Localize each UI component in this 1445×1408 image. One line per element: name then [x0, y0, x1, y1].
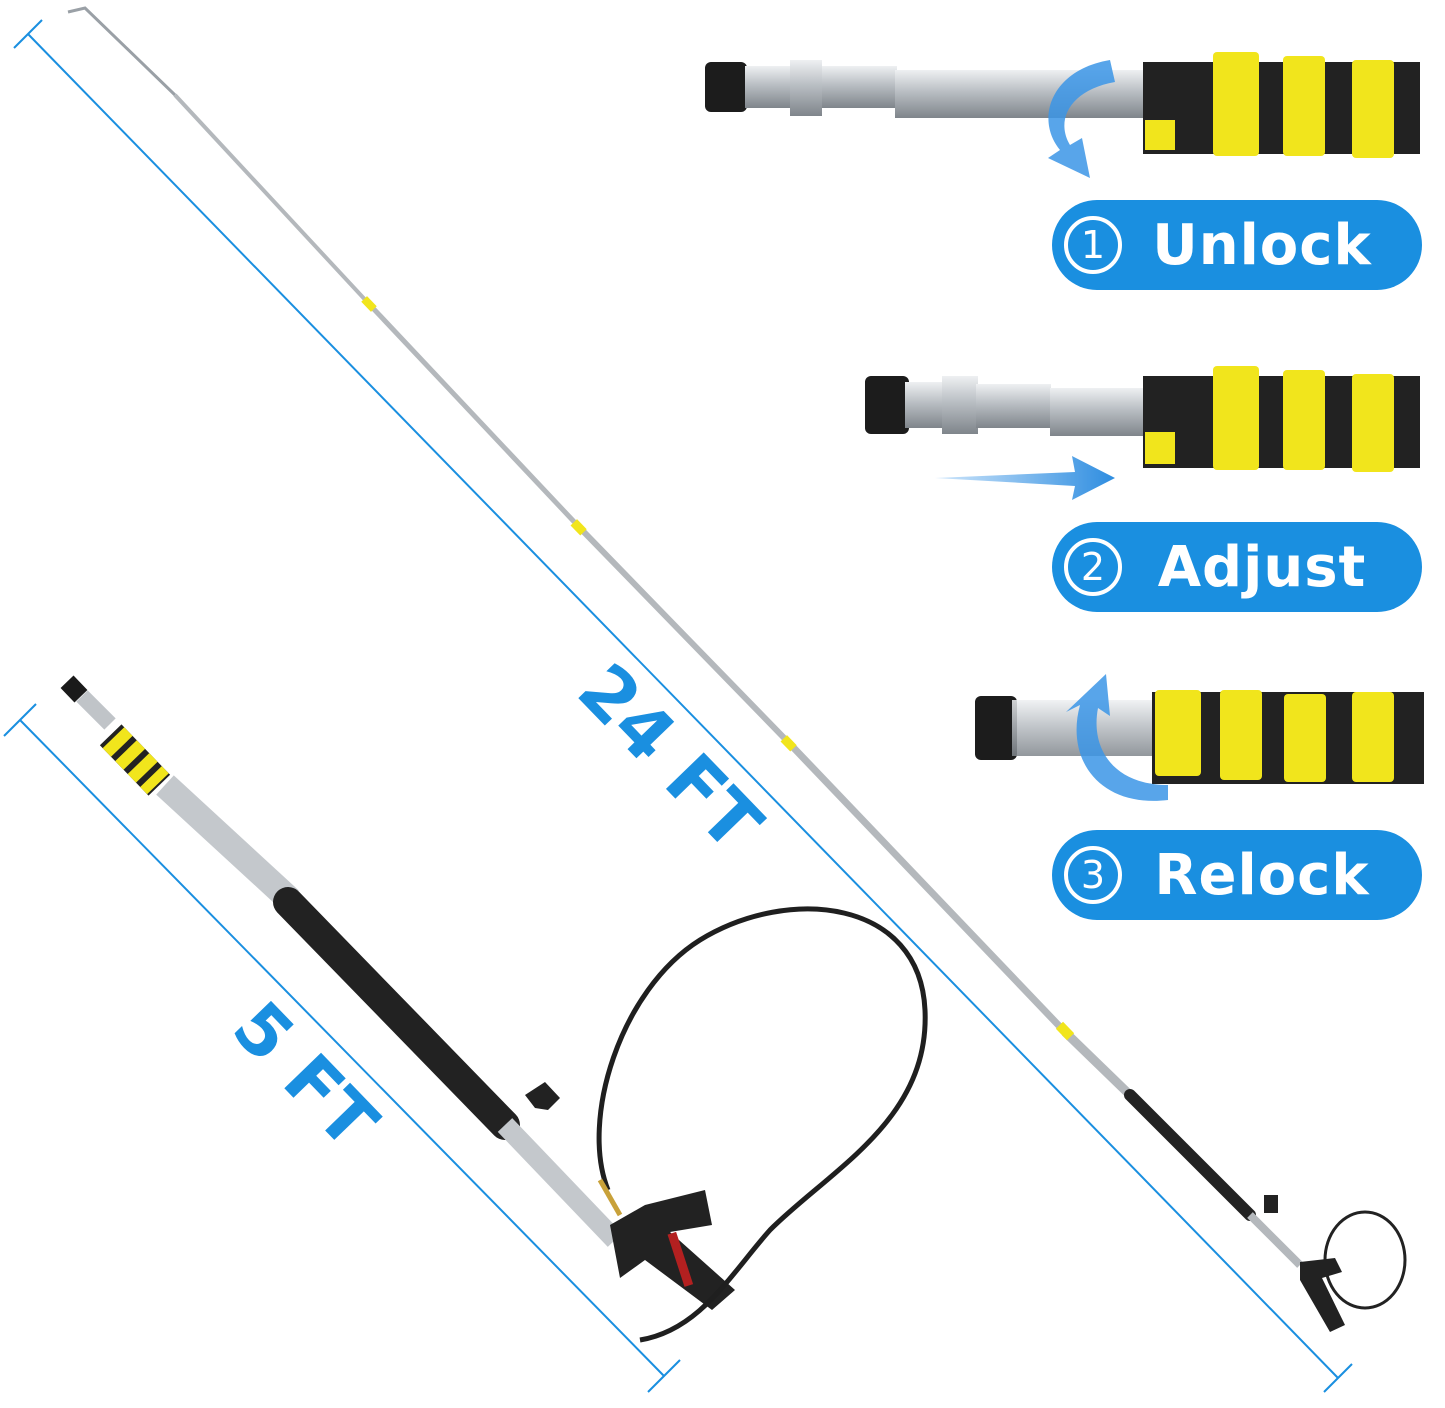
step-number: 3	[1064, 846, 1122, 904]
step-badge-unlock: 1 Unlock	[1052, 200, 1422, 290]
step2-image	[865, 366, 1420, 472]
step3-rotate-arrow-icon	[1066, 674, 1168, 801]
nozzle-tip	[67, 6, 177, 97]
trigger-lever	[667, 1231, 694, 1287]
dimension-line-5ft	[3, 703, 681, 1393]
step-label: Adjust	[1157, 534, 1367, 600]
retracted-pole	[60, 675, 928, 1343]
step3-image	[975, 690, 1424, 784]
step-number: 1	[1064, 216, 1122, 274]
trigger-gun	[610, 1190, 735, 1310]
retracted-clamps	[99, 724, 171, 796]
extended-pole-grip	[1124, 1089, 1256, 1221]
extended-pole-hose	[1323, 1210, 1407, 1310]
pressure-hose	[596, 906, 928, 1343]
step1-rotate-arrow-icon	[1048, 60, 1115, 178]
step-label: Relock	[1154, 842, 1370, 908]
extended-pole	[67, 6, 1407, 1332]
step-number: 2	[1064, 538, 1122, 596]
step2-right-arrow-icon	[935, 456, 1115, 500]
step-badge-relock: 3 Relock	[1052, 830, 1422, 920]
step-label: Unlock	[1152, 212, 1372, 278]
retracted-pole-grip	[273, 887, 520, 1140]
extended-pole-gun	[1300, 1258, 1345, 1332]
quick-disconnect-holder	[525, 1082, 560, 1110]
dimension-line-24ft	[13, 19, 1353, 1393]
quick-connect-cap	[60, 675, 88, 703]
step-badge-adjust: 2 Adjust	[1052, 522, 1422, 612]
